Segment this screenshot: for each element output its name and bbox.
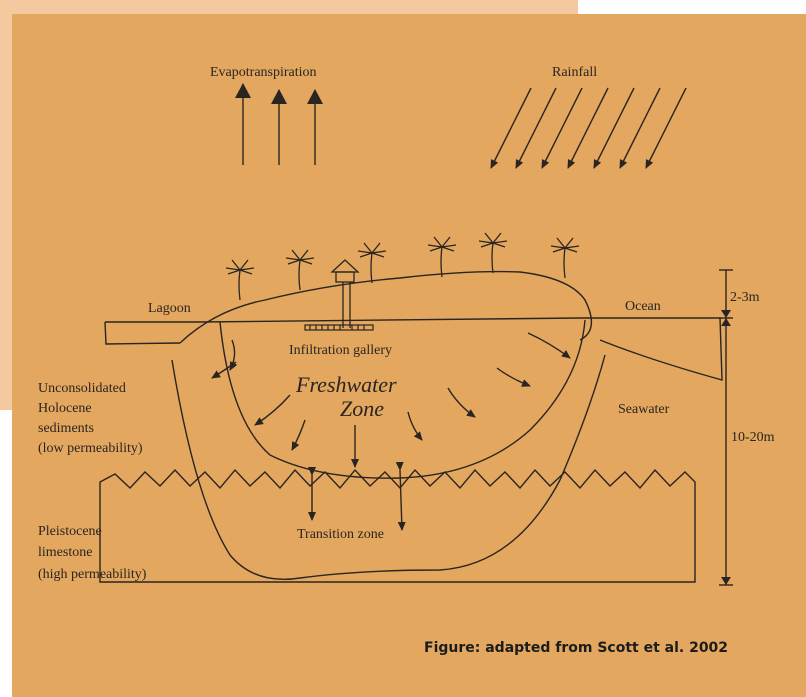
freshwater-zone-label-1: Freshwater — [295, 372, 397, 397]
island-surface — [179, 270, 593, 344]
sea-surface — [104, 317, 723, 381]
limestone-block — [99, 468, 696, 583]
svg-text:Holocene: Holocene — [38, 401, 92, 416]
svg-text:limestone: limestone — [38, 545, 92, 560]
saltwater-boundary — [171, 354, 606, 580]
rainfall-label: Rainfall — [552, 65, 597, 80]
holocene-label: Unconsolidated Holocene sediments (low p… — [38, 381, 143, 456]
figure-caption: Figure: adapted from Scott et al. 2002 — [424, 640, 729, 656]
lagoon-label: Lagoon — [148, 301, 191, 316]
infiltration-gallery-label: Infiltration gallery — [289, 343, 392, 358]
evapotranspiration-label: Evapotranspiration — [210, 65, 317, 80]
depth-label-main: 10-20m — [731, 430, 775, 445]
svg-text:sediments: sediments — [38, 421, 94, 436]
depth-scale — [719, 269, 733, 586]
svg-text:(high permeability): (high permeability) — [38, 567, 147, 582]
seawater-label: Seawater — [618, 402, 670, 417]
depth-label-top: 2-3m — [730, 290, 760, 305]
svg-text:Pleistocene: Pleistocene — [38, 524, 102, 539]
freshwater-lens — [219, 319, 586, 479]
svg-text:(low permeability): (low permeability) — [38, 441, 143, 456]
transition-zone-arrows — [308, 461, 406, 531]
palm-trees — [225, 232, 580, 301]
transition-zone-label: Transition zone — [297, 527, 384, 542]
evapotranspiration-arrows — [235, 83, 323, 165]
ocean-label: Ocean — [625, 299, 661, 314]
background-panel — [12, 14, 806, 697]
svg-text:Unconsolidated: Unconsolidated — [38, 381, 126, 396]
rainfall-arrows — [490, 87, 687, 169]
flow-arrows — [211, 332, 571, 468]
freshwater-zone-label-2: Zone — [340, 396, 384, 421]
well-hut — [330, 259, 360, 328]
pleistocene-label: Pleistocene limestone (high permeability… — [38, 524, 147, 582]
infiltration-gallery-pipe — [304, 324, 374, 331]
